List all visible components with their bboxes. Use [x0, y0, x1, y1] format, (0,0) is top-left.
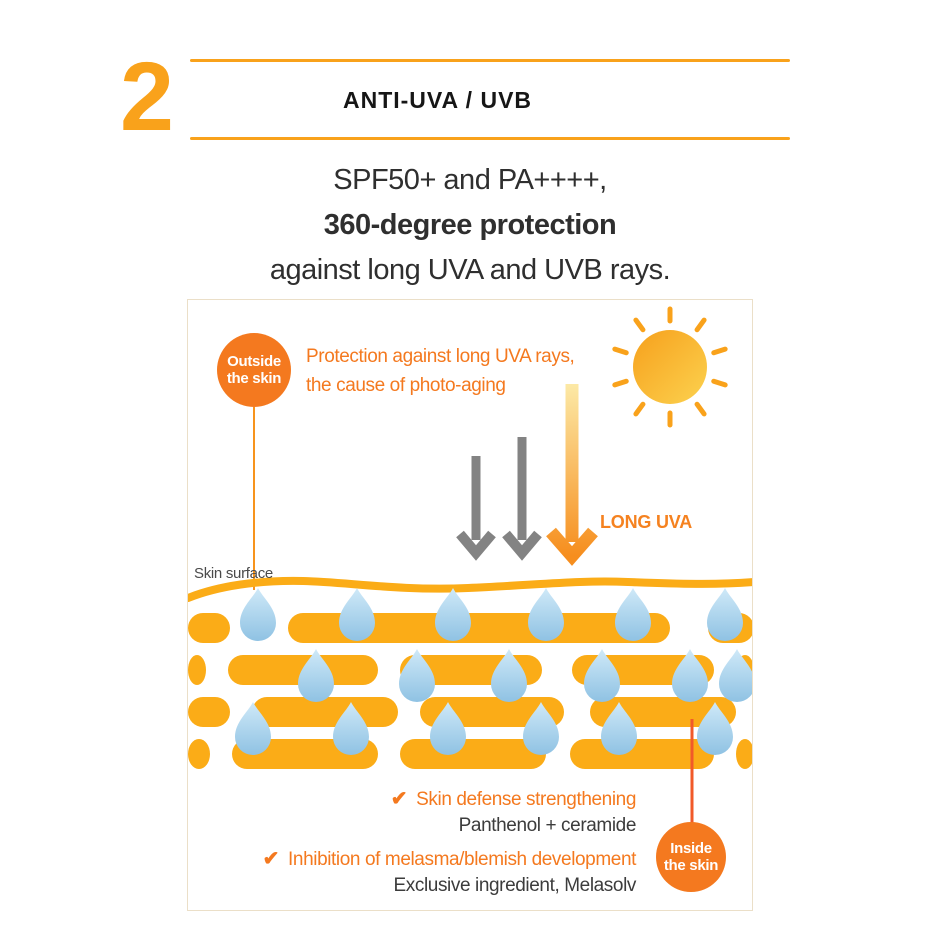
- moisture-droplet: [615, 588, 651, 641]
- page-title: ANTI-UVA / UVB: [342, 87, 533, 113]
- step-number: 2: [120, 42, 174, 151]
- skin-diagram-canvas: [188, 306, 752, 826]
- uva-caption-line-2: the cause of photo-aging: [306, 375, 506, 396]
- benefit-title: Skin defense strengthening: [416, 789, 636, 810]
- check-icon: ✔: [262, 848, 280, 870]
- uv-ray-arrows: [456, 384, 598, 566]
- long-uva-arrow: [546, 384, 598, 566]
- skin-diagram-box: Outside the skin Protection against long…: [187, 299, 753, 911]
- skin-brick: [188, 739, 210, 769]
- uvb-ray-arrow: [502, 437, 542, 561]
- sun-ray: [711, 346, 728, 356]
- intro-line-3: against long UVA and UVB rays.: [269, 254, 671, 286]
- inside-badge-line-1: Inside: [670, 840, 712, 857]
- inside-badge-line-2: the skin: [663, 857, 719, 874]
- outside-badge-line-2: the skin: [226, 370, 282, 387]
- header-rule-bottom: [190, 137, 790, 140]
- skin-brick: [252, 697, 398, 727]
- uva-caption: Protection against long UVA rays, the ca…: [306, 342, 575, 400]
- intro-line-1: SPF50+ and PA++++,: [333, 164, 607, 196]
- header-rule-top: [190, 59, 790, 62]
- intro-line-2: 360-degree protection: [323, 209, 617, 241]
- outside-badge-line-1: Outside: [227, 353, 281, 370]
- benefit-item: ✔ Inhibition of melasma/blemish developme…: [262, 846, 637, 899]
- sun-ray: [633, 401, 646, 417]
- skin-brick: [188, 655, 206, 685]
- moisture-droplet: [240, 588, 276, 641]
- skin-brick: [288, 613, 670, 643]
- moisture-droplet: [707, 588, 743, 641]
- benefit-subtitle: Exclusive ingredient, Melasolv: [393, 875, 636, 896]
- sun-ray: [612, 346, 629, 356]
- benefit-subtitle: Panthenol + ceramide: [458, 815, 637, 836]
- benefit-list: ✔ Skin defense strengthening Panthenol + …: [262, 786, 637, 906]
- skin-brick: [400, 739, 546, 769]
- sun-ray: [633, 317, 646, 333]
- inside-the-skin-badge: Inside the skin: [656, 822, 726, 892]
- skin-surface-label: Skin surface: [194, 565, 273, 582]
- benefit-title: Inhibition of melasma/blemish developmen…: [288, 849, 636, 870]
- uvb-ray-arrow: [456, 456, 496, 561]
- check-icon: ✔: [390, 788, 408, 810]
- skin-brick: [188, 613, 230, 643]
- skin-surface-line: [188, 576, 752, 602]
- moisture-droplet: [339, 588, 375, 641]
- outside-the-skin-badge: Outside the skin: [217, 333, 291, 407]
- skin-cell-bricks: [188, 613, 752, 769]
- sun-icon: [612, 306, 728, 428]
- sun-ray: [694, 317, 707, 333]
- moisture-droplet: [528, 588, 564, 641]
- sun-ray: [711, 378, 728, 388]
- sun-ray: [694, 401, 707, 417]
- long-uva-label: LONG UVA: [600, 512, 693, 532]
- intro-copy: SPF50+ and PA++++, 360-degree protection…: [0, 158, 940, 293]
- benefit-item: ✔ Skin defense strengthening Panthenol + …: [263, 786, 637, 839]
- sun-ray: [612, 378, 629, 388]
- skin-brick: [188, 697, 230, 727]
- uva-caption-line-1: Protection against long UVA rays,: [306, 346, 575, 367]
- moisture-droplet: [435, 588, 471, 641]
- skin-brick: [736, 739, 752, 769]
